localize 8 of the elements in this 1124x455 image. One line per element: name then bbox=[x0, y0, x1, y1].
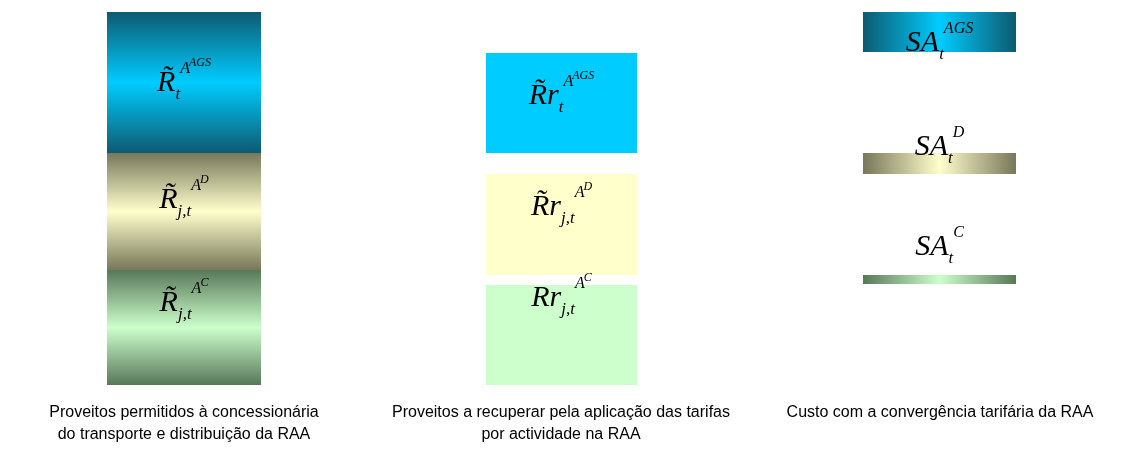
color-block bbox=[107, 153, 261, 270]
caption: Proveitos permitidos à concessionária do transporte e distribuição da RAA bbox=[48, 402, 320, 444]
color-block bbox=[107, 12, 261, 153]
color-block bbox=[107, 270, 261, 385]
caption: Custo com a convergência tarifária da RAA bbox=[785, 402, 1095, 422]
color-block bbox=[486, 174, 637, 275]
color-block bbox=[486, 53, 637, 153]
caption: Proveitos a recuperar pela aplicação das tarifas por actividade na RAA bbox=[391, 402, 731, 444]
